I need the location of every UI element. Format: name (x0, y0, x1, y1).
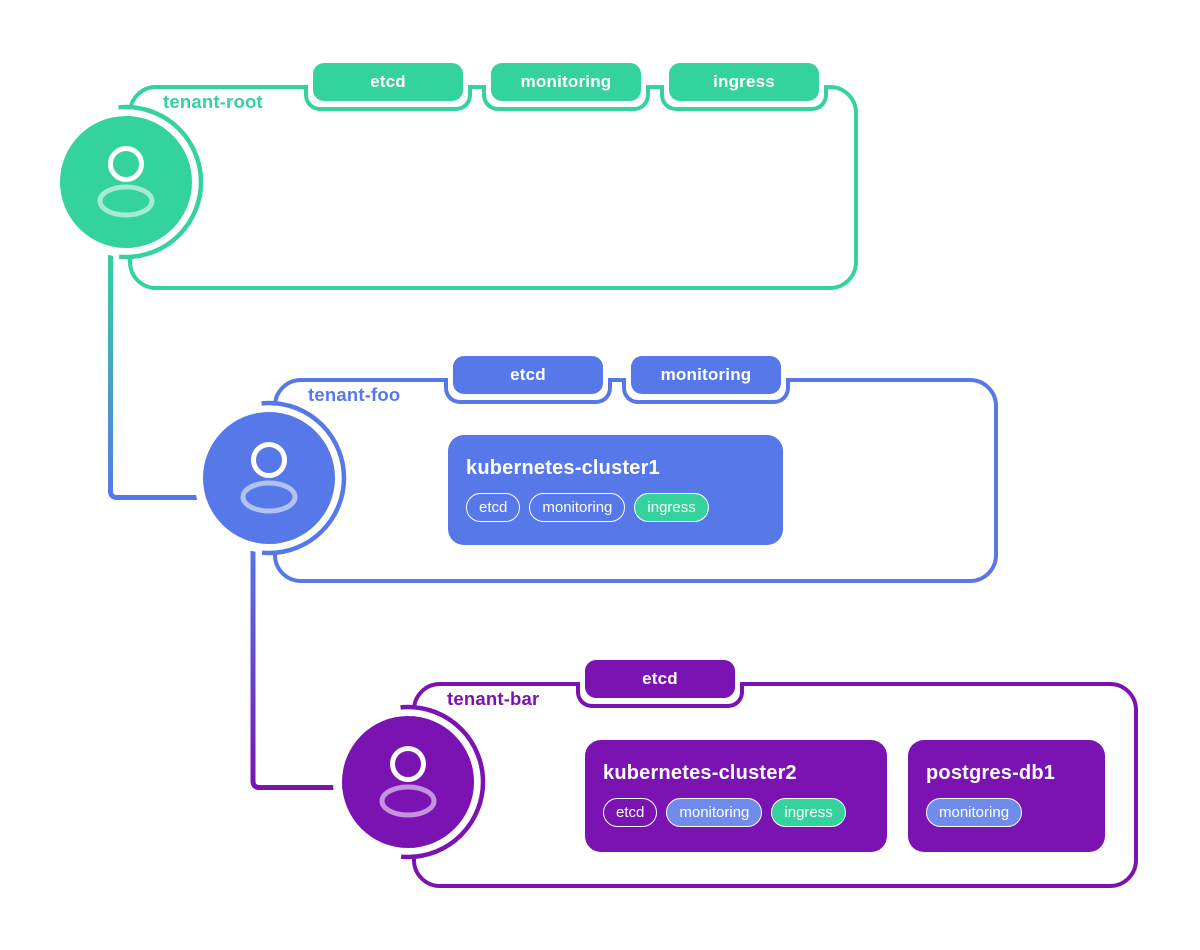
tenant-group-root: etcd monitoring ingress tenant-root (48, 63, 858, 290)
workload-title: kubernetes-cluster1 (466, 457, 660, 479)
workload-card-kubernetes-cluster1: kubernetes-cluster1 etcd monitoring ingr… (448, 435, 783, 545)
tenant-name-label: tenant-bar (447, 688, 540, 709)
user-icon (48, 104, 204, 260)
addon-tab-ingress: ingress (669, 63, 819, 101)
workload-addon-pills: monitoring (926, 798, 1087, 827)
tenant-root-addon-tabs: etcd monitoring ingress (304, 63, 828, 111)
avatar-border-arc (48, 104, 204, 260)
tab-cradle: etcd (304, 63, 472, 111)
addon-pill-ingress: ingress (771, 798, 846, 827)
addon-tab-etcd: etcd (313, 63, 463, 101)
workload-title: postgres-db1 (926, 762, 1056, 784)
tenant-name-label: tenant-root (163, 91, 263, 112)
tenant-name-label: tenant-foo (308, 384, 401, 405)
workload-card-postgres-db1: postgres-db1 monitoring (908, 740, 1105, 852)
addon-pill-monitoring: monitoring (666, 798, 763, 827)
avatar-border-arc (191, 400, 347, 556)
avatar-gap-ring (194, 403, 344, 553)
tab-cradle: ingress (660, 63, 828, 111)
user-icon-body (379, 784, 437, 818)
user-icon (330, 704, 486, 860)
workload-title: kubernetes-cluster2 (603, 762, 797, 784)
addon-pill-monitoring: monitoring (529, 493, 626, 522)
user-icon-body (97, 184, 155, 218)
tenant-foo-addon-tabs: etcd monitoring (444, 356, 790, 404)
avatar-gap-ring (333, 707, 483, 857)
addon-pill-etcd: etcd (466, 493, 521, 522)
addon-tab-etcd: etcd (453, 356, 603, 394)
workload-card-kubernetes-cluster2: kubernetes-cluster2 etcd monitoring ingr… (585, 740, 887, 852)
connector-foo-to-bar (250, 542, 348, 790)
workload-addon-pills: etcd monitoring ingress (603, 798, 869, 827)
avatar-gap-ring (51, 107, 201, 257)
tenant-group-bar: etcd tenant-bar kubernetes-cluster2 etcd… (330, 660, 1138, 888)
addon-pill-monitoring: monitoring (926, 798, 1023, 827)
tab-cradle: monitoring (622, 356, 790, 404)
addon-pill-etcd: etcd (603, 798, 658, 827)
user-icon-body (240, 480, 298, 514)
avatar-border-arc (330, 704, 486, 860)
user-icon (191, 400, 347, 556)
connector-root-to-foo (108, 246, 211, 500)
addon-tab-monitoring: monitoring (631, 356, 781, 394)
workload-addon-pills: etcd monitoring ingress (466, 493, 765, 522)
tab-cradle: monitoring (482, 63, 650, 111)
user-icon-head (390, 746, 426, 782)
user-icon-head (108, 146, 144, 182)
addon-tab-monitoring: monitoring (491, 63, 641, 101)
tab-cradle: etcd (444, 356, 612, 404)
user-icon-head (251, 442, 287, 478)
tenant-root-border (128, 85, 858, 290)
tab-cradle: etcd (576, 660, 744, 708)
tenant-group-foo: etcd monitoring tenant-foo kubernetes-cl… (191, 356, 998, 583)
tenant-bar-addon-tabs: etcd (576, 660, 744, 708)
addon-pill-ingress: ingress (634, 493, 709, 522)
addon-tab-etcd: etcd (585, 660, 735, 698)
